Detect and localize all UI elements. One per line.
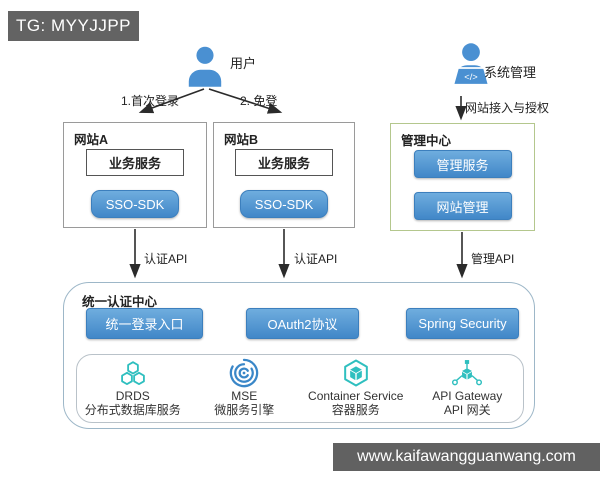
site-b-title: 网站B bbox=[224, 133, 259, 147]
edge-label-sso-login: 2. 免登 bbox=[240, 94, 278, 108]
tg-badge: TG: MYYJJPP bbox=[8, 11, 139, 41]
admin-center-manage-service: 管理服务 bbox=[413, 150, 512, 178]
edge-label-first-login: 1.首次登录 bbox=[121, 94, 180, 108]
infra-name: MSE bbox=[231, 389, 258, 403]
edge-label-site-access: 网站接入与授权 bbox=[465, 101, 550, 115]
infra-name: Container Service bbox=[308, 389, 404, 403]
container-service-icon bbox=[336, 358, 376, 388]
site-a-title: 网站A bbox=[74, 133, 109, 147]
infra-subtitle: API 网关 bbox=[443, 403, 491, 417]
infra-services-box: DRDS 分布式数据库服务 MSE 微服务引擎 bbox=[76, 354, 524, 423]
admin-center-site-manage: 网站管理 bbox=[413, 192, 512, 220]
site-a-sso-sdk: SSO-SDK bbox=[91, 190, 179, 218]
edge-label-manage-api: 管理API bbox=[471, 252, 515, 266]
admin-icon: </> bbox=[443, 41, 499, 95]
auth-center-box: 统一认证中心 统一登录入口 OAuth2协议 Spring Security D… bbox=[63, 282, 535, 429]
auth-center-title: 统一认证中心 bbox=[82, 295, 158, 309]
edge-label-auth-api-b: 认证API bbox=[294, 252, 338, 266]
site-b-sso-sdk: SSO-SDK bbox=[240, 190, 328, 218]
site-a-business-service: 业务服务 bbox=[86, 149, 184, 176]
infra-item-mse: MSE 微服务引擎 bbox=[189, 358, 301, 422]
site-b-box: 网站B 业务服务 SSO-SDK bbox=[213, 122, 355, 228]
infra-subtitle: 容器服务 bbox=[331, 403, 380, 417]
api-gateway-icon bbox=[450, 358, 484, 388]
laptop-code-glyph: </> bbox=[464, 72, 478, 82]
admin-center-box: 管理中心 管理服务 网站管理 bbox=[390, 123, 535, 231]
infra-name: DRDS bbox=[115, 389, 150, 403]
edge-label-auth-api-a: 认证API bbox=[144, 252, 188, 266]
infra-subtitle: 微服务引擎 bbox=[214, 403, 275, 417]
infra-item-api-gateway: API Gateway API 网关 bbox=[412, 358, 524, 422]
site-a-box: 网站A 业务服务 SSO-SDK bbox=[63, 122, 207, 228]
user-label: 用户 bbox=[230, 56, 257, 71]
site-b-business-service: 业务服务 bbox=[235, 149, 333, 176]
auth-center-oauth2: OAuth2协议 bbox=[246, 308, 359, 339]
auth-center-login-entry: 统一登录入口 bbox=[86, 308, 203, 339]
infra-item-container-service: Container Service 容器服务 bbox=[300, 358, 412, 422]
admin-label: 系统管理 bbox=[484, 65, 537, 80]
infra-name: API Gateway bbox=[432, 389, 503, 403]
drds-icon bbox=[116, 358, 150, 388]
watermark-url: www.kaifawangguanwang.com bbox=[333, 443, 600, 471]
infra-subtitle: 分布式数据库服务 bbox=[84, 403, 181, 417]
mse-icon bbox=[229, 358, 259, 388]
user-icon bbox=[187, 43, 223, 91]
auth-center-spring-security: Spring Security bbox=[406, 308, 519, 339]
infra-item-drds: DRDS 分布式数据库服务 bbox=[77, 358, 189, 422]
admin-center-title: 管理中心 bbox=[401, 134, 452, 148]
